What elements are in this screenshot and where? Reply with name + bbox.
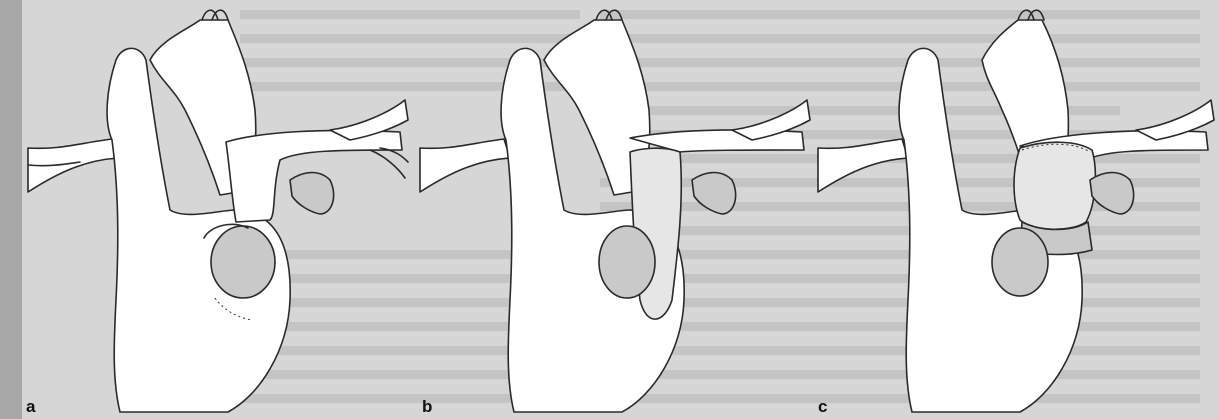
panel-b-label: b: [422, 397, 432, 416]
conduit: [1014, 142, 1095, 229]
panel-a-label: a: [26, 397, 36, 416]
panel-c-label: c: [818, 397, 827, 416]
patch: [599, 226, 655, 298]
